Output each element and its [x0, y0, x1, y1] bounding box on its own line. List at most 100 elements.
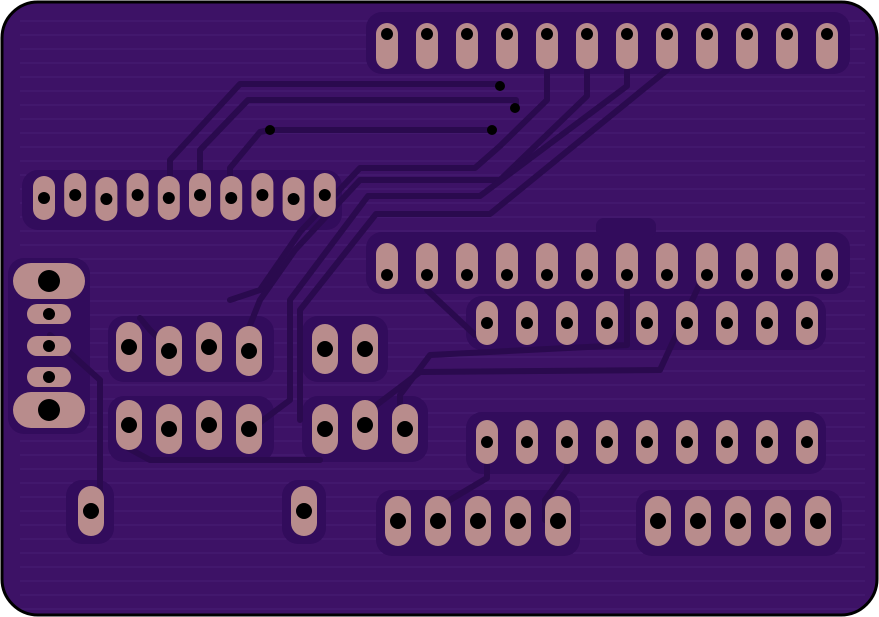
pad-header-top-7-drill	[621, 28, 633, 40]
pad-side-connector-3-drill	[43, 371, 55, 383]
trace-6	[247, 43, 630, 433]
pad-block-b-bottom-2	[352, 400, 378, 450]
pad-connector-bottom-right-5	[805, 496, 831, 546]
pad-header-middle-11	[776, 243, 798, 289]
pad-ic-right-lower-5-drill	[641, 436, 653, 448]
pad-block-a-bottom-2-drill	[161, 421, 177, 437]
pad-connector-bottom-left-5-drill	[550, 513, 566, 529]
pad-ic-right-lower-2-drill	[521, 436, 533, 448]
pad-header-middle-6-copper	[576, 243, 598, 289]
pad-connector-bottom-left-1	[385, 496, 411, 546]
pad-ic-right-upper-1	[476, 301, 498, 345]
pad-connector-bottom-right-1	[645, 496, 671, 546]
trace-4	[227, 43, 550, 303]
pad-ic-right-upper-9-drill	[801, 317, 813, 329]
pad-header-top-10	[736, 23, 758, 69]
pad-block-a-bottom-3	[196, 400, 222, 450]
clearance-extension	[596, 218, 656, 238]
pad-header-middle-2	[416, 243, 438, 289]
pad-side-connector-3	[27, 367, 71, 387]
pad-ic-right-upper-7-drill	[721, 317, 733, 329]
pad-connector-bottom-left-4	[505, 496, 531, 546]
pad-header-top-6-drill	[581, 28, 593, 40]
pad-header-middle-5	[536, 243, 558, 289]
pad-ic-right-upper-1-drill	[481, 317, 493, 329]
pad-ic-left-7-drill	[225, 192, 238, 204]
pad-single-left	[78, 486, 104, 536]
pad-header-middle-4-copper	[496, 243, 518, 289]
pad-single-middle	[291, 486, 317, 536]
pad-ic-right-upper-4	[596, 301, 618, 345]
pad-ic-right-upper-3-drill	[561, 317, 573, 329]
pad-block-a-bottom-3-drill	[201, 417, 217, 433]
pad-header-top-12	[816, 23, 838, 69]
pad-ic-left-2-drill	[69, 189, 82, 201]
pad-ic-left-2	[64, 173, 87, 217]
pad-connector-bottom-left-2-drill	[430, 513, 446, 529]
pad-connector-bottom-right-3-drill	[730, 513, 746, 529]
pad-block-a-top-1-drill	[121, 339, 137, 355]
pad-connector-bottom-left-3-drill	[470, 513, 486, 529]
pad-ic-left-5	[157, 176, 180, 220]
pad-header-middle-1-copper	[376, 243, 398, 289]
pad-header-top-3-drill	[461, 28, 473, 40]
pad-header-middle-8-copper	[656, 243, 678, 289]
pad-ic-right-lower-8-drill	[761, 436, 773, 448]
pad-header-middle-9	[696, 243, 718, 289]
pad-single-left-drill	[83, 503, 99, 519]
pad-header-middle-3-copper	[456, 243, 478, 289]
pad-block-a-top-3-drill	[201, 339, 217, 355]
pad-header-middle-8-drill	[661, 269, 673, 281]
pad-ic-right-lower-5	[636, 420, 658, 464]
pad-ic-left-8	[251, 173, 274, 217]
pad-block-b-bottom-1-drill	[317, 421, 333, 437]
pad-header-top-9-drill	[701, 28, 713, 40]
pad-header-middle-9-drill	[701, 269, 713, 281]
pads-layer	[13, 23, 838, 546]
pad-ic-right-upper-6	[676, 301, 698, 345]
pad-connector-bottom-left-1-drill	[390, 513, 406, 529]
pad-ic-right-upper-8-drill	[761, 317, 773, 329]
pad-block-a-top-2-drill	[161, 343, 177, 359]
pad-ic-right-upper-8	[756, 301, 778, 345]
pad-ic-right-lower-1-drill	[481, 436, 493, 448]
pad-block-a-bottom-4	[236, 404, 262, 454]
pad-side-connector-shield-top-drill	[38, 270, 60, 292]
pad-single-middle-drill	[296, 503, 312, 519]
pad-block-b-bottom-3-drill	[397, 421, 413, 437]
pad-header-middle-2-drill	[421, 269, 433, 281]
pad-header-middle-10-copper	[736, 243, 758, 289]
pad-ic-left-10-drill	[318, 189, 331, 201]
pad-ic-left-6-drill	[194, 189, 206, 201]
pad-ic-right-upper-3	[556, 301, 578, 345]
pad-connector-bottom-left-5	[545, 496, 571, 546]
pad-header-middle-7-copper	[616, 243, 638, 289]
pad-block-a-top-4-drill	[241, 343, 257, 359]
pad-ic-left-6	[189, 173, 211, 217]
pad-header-middle-10	[736, 243, 758, 289]
pad-header-middle-6	[576, 243, 598, 289]
pad-connector-bottom-right-2-drill	[690, 513, 706, 529]
pad-header-top-5	[536, 23, 558, 69]
pad-block-a-bottom-1-drill	[121, 417, 137, 433]
pad-connector-bottom-right-4-drill	[770, 513, 786, 529]
pad-ic-left-5-drill	[162, 192, 175, 204]
pad-header-middle-6-drill	[581, 269, 593, 281]
pad-header-middle-12-copper	[816, 243, 838, 289]
pad-block-b-bottom-3	[392, 404, 418, 454]
pad-header-middle-2-copper	[416, 243, 438, 289]
pad-ic-right-lower-7	[716, 420, 738, 464]
pad-connector-bottom-left-3	[465, 496, 491, 546]
pad-header-top-2-drill	[421, 28, 433, 40]
pad-header-middle-3	[456, 243, 478, 289]
pad-header-top-9	[696, 23, 718, 69]
pad-header-top-4	[496, 23, 518, 69]
pad-ic-right-lower-8	[756, 420, 778, 464]
pad-connector-bottom-right-4	[765, 496, 791, 546]
pad-ic-right-lower-4-drill	[601, 436, 613, 448]
pad-block-a-bottom-1	[116, 400, 142, 450]
trace-5	[237, 43, 590, 353]
pad-header-middle-1-drill	[381, 269, 393, 281]
pad-ic-right-lower-6-drill	[681, 436, 693, 448]
pad-side-connector-1	[27, 304, 71, 324]
